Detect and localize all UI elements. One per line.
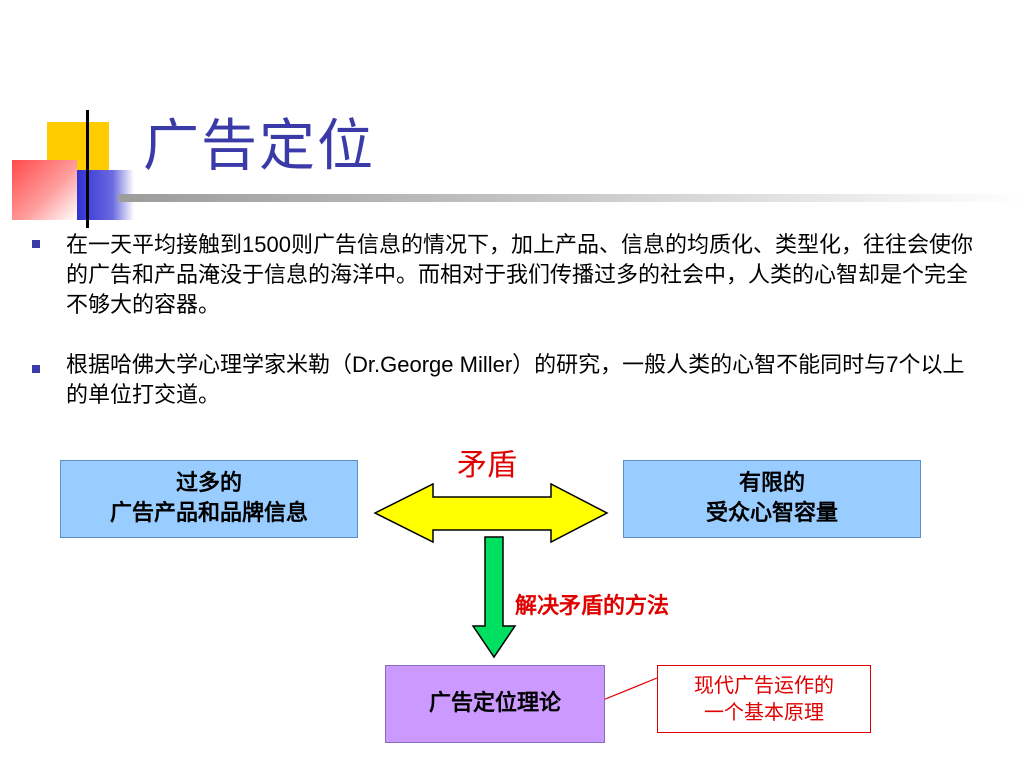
bullet-marker xyxy=(32,365,40,373)
solution-label: 解决矛盾的方法 xyxy=(515,594,670,619)
bullet-marker xyxy=(32,240,40,248)
deco-red-square xyxy=(12,160,77,220)
bullet-1-text-b: 则广告信息的情况下，加上产品、信息的均质化、类型化，往往会使你的广告和产品淹没于… xyxy=(66,233,973,318)
bullet-2-number: 7 xyxy=(886,352,899,377)
conflict-label: 矛盾 xyxy=(457,448,517,483)
deco-vertical-line xyxy=(86,110,89,228)
title-divider xyxy=(118,194,1024,202)
down-arrow-icon xyxy=(471,536,517,659)
bullet-paragraph-1: 在一天平均接触到1500则广告信息的情况下，加上产品、信息的均质化、类型化，往往… xyxy=(66,230,986,321)
limited-capacity-line1: 有限的 xyxy=(738,471,805,496)
bullet-1-number: 1500 xyxy=(242,232,291,257)
positioning-theory-box: 广告定位理论 xyxy=(385,665,605,743)
too-much-info-box: 过多的 广告产品和品牌信息 xyxy=(60,460,358,538)
principle-note-line2: 一个基本原理 xyxy=(704,700,824,724)
limited-capacity-line2: 受众心智容量 xyxy=(705,501,838,526)
bullet-2-text-b: ）的研究，一般人类的心智不能同时与 xyxy=(512,353,887,378)
note-connector-line xyxy=(597,677,658,703)
principle-note-line1: 现代广告运作的 xyxy=(694,673,834,697)
bullet-paragraph-2: 根据哈佛大学心理学家米勒（Dr.George Miller）的研究，一般人类的心… xyxy=(66,350,986,411)
double-arrow-icon xyxy=(373,482,609,544)
principle-note-box: 现代广告运作的 一个基本原理 xyxy=(657,665,871,733)
bullet-2-text-c: 个以上的单位打交道。 xyxy=(66,353,965,408)
bullet-2-text-a: 根据哈佛大学心理学家米勒（ xyxy=(66,353,353,378)
bullet-1-text-a: 在一天平均接触到 xyxy=(66,233,243,258)
bullet-2-name: Dr.George Miller xyxy=(352,352,513,377)
too-much-info-line1: 过多的 xyxy=(175,471,242,496)
page-title: 广告定位 xyxy=(143,114,375,179)
too-much-info-line2: 广告产品和品牌信息 xyxy=(109,501,308,526)
limited-capacity-box: 有限的 受众心智容量 xyxy=(623,460,921,538)
